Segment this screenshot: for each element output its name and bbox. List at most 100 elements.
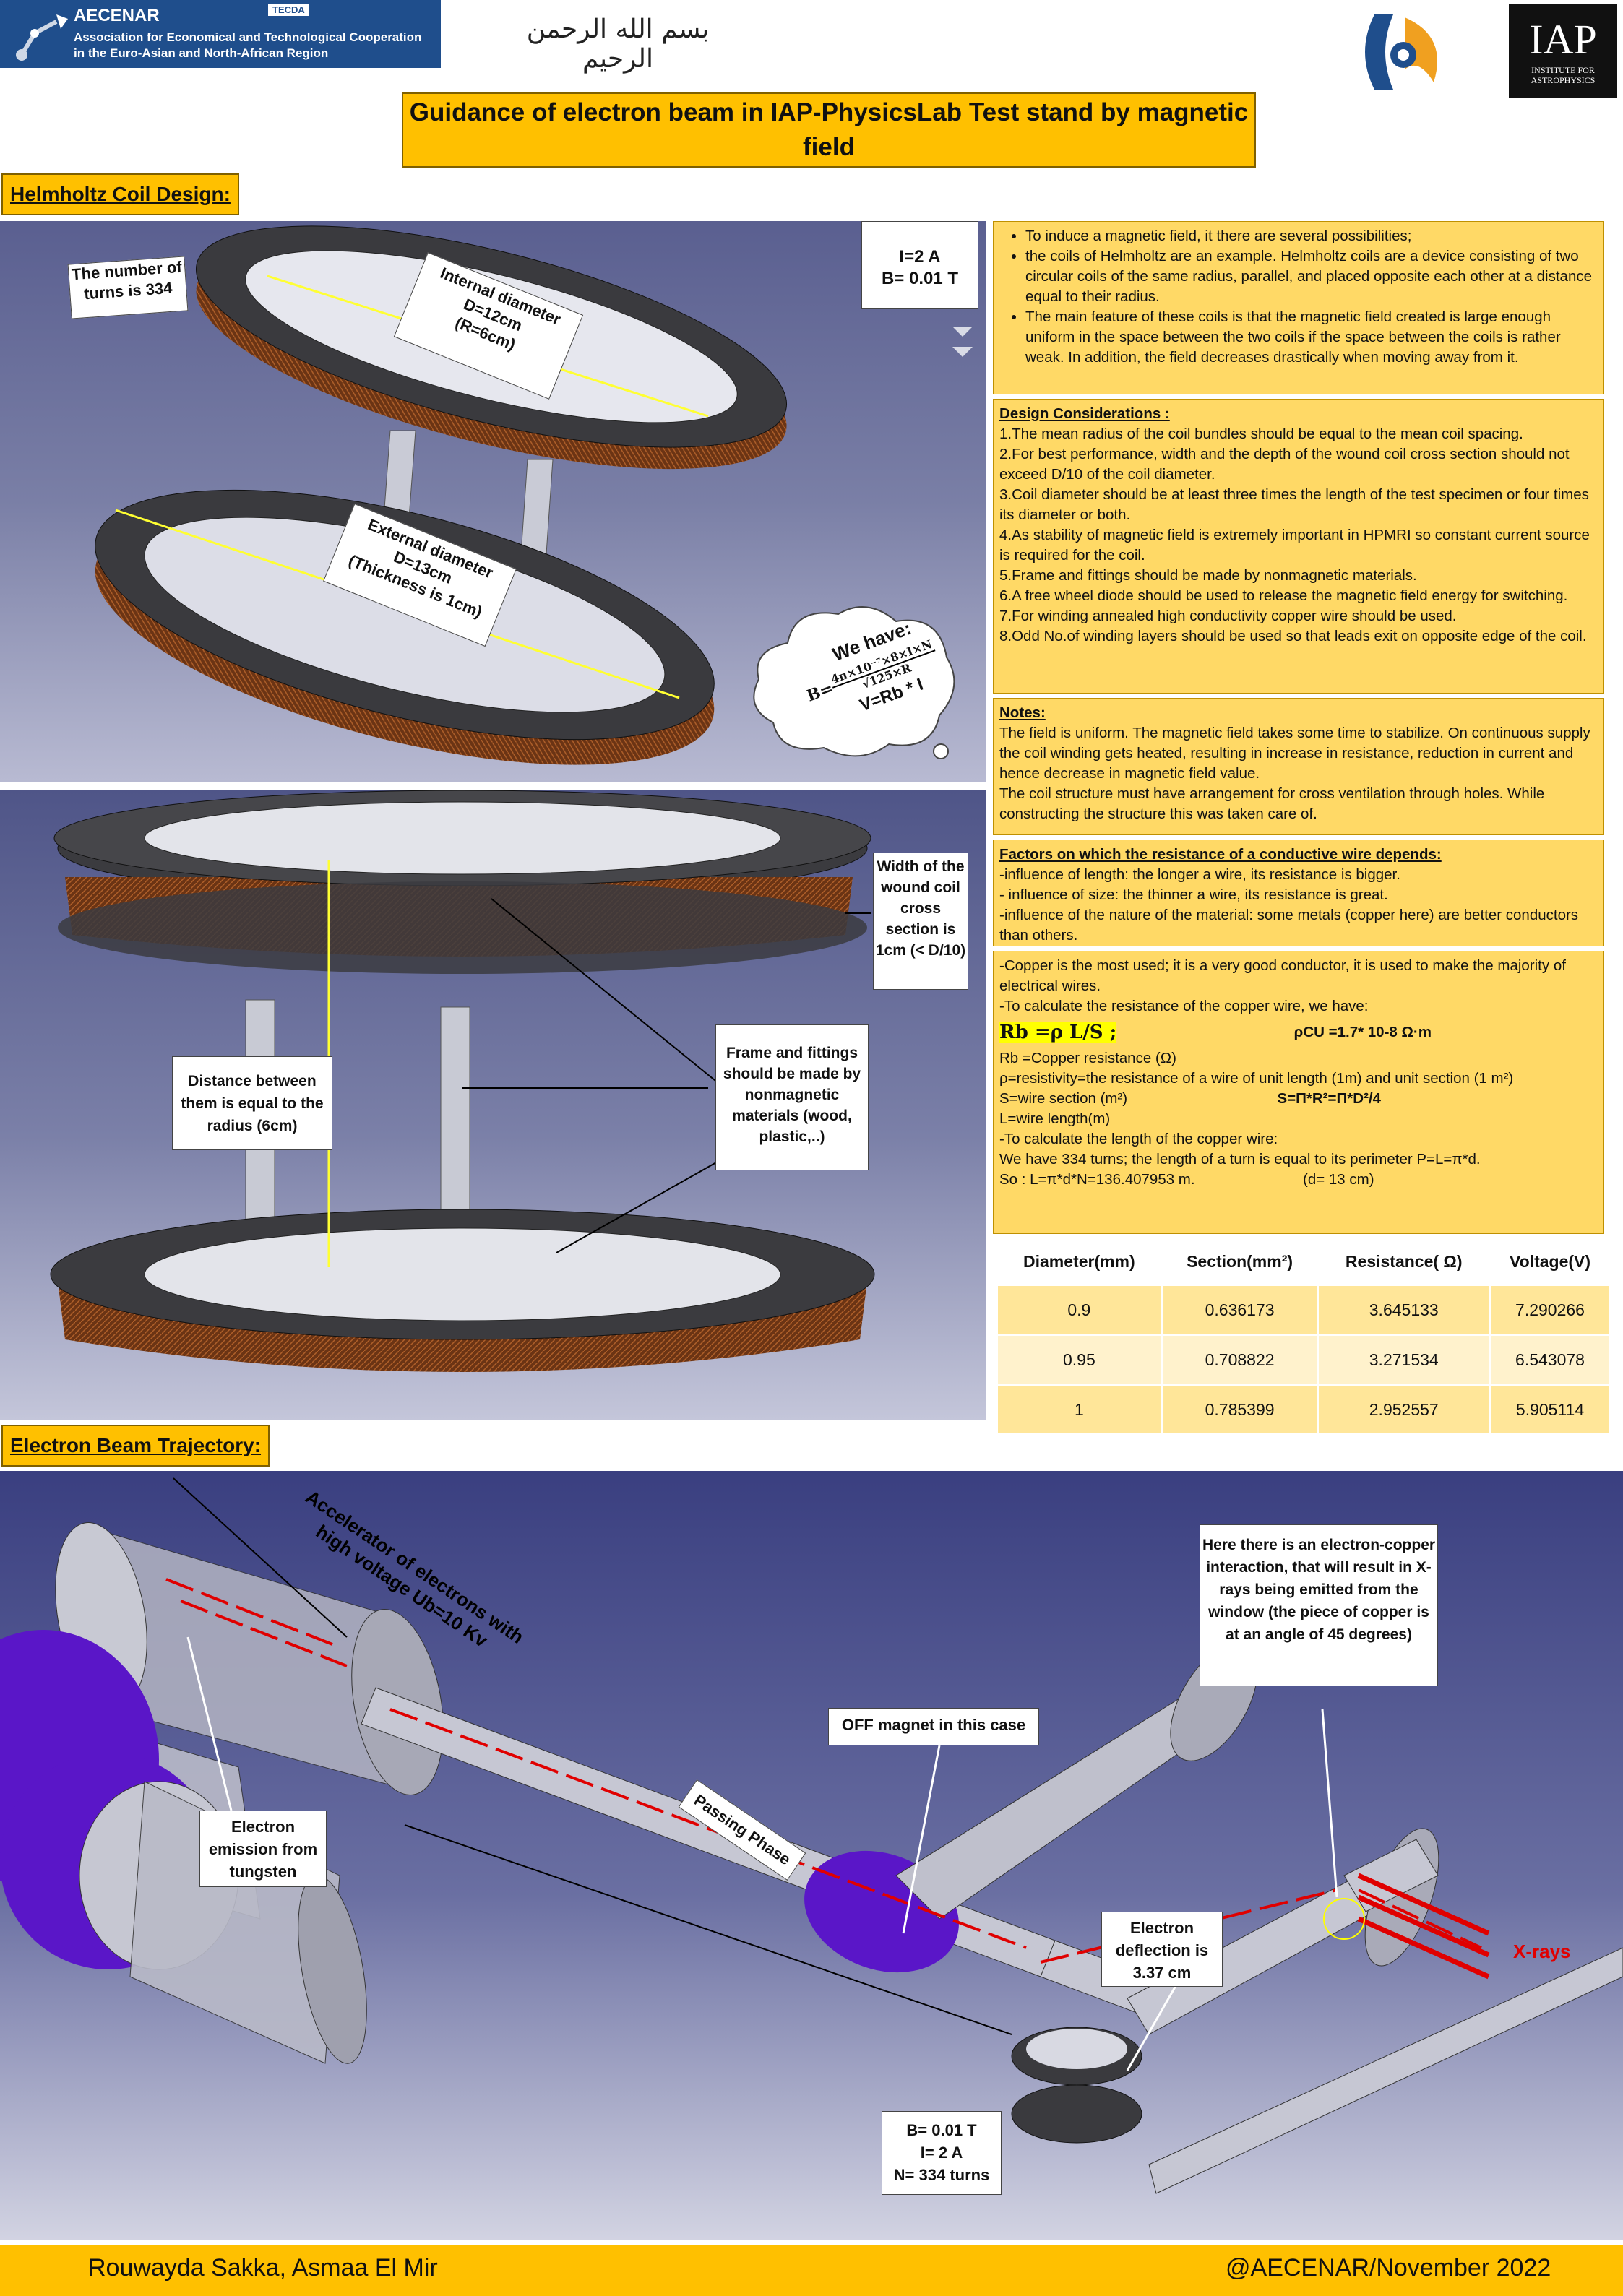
copper-line-2: -To calculate the resistance of the copp…	[999, 998, 1369, 1014]
param-field: B= 0.01 T	[906, 2121, 977, 2139]
notes-box: Notes: The field is uniform. The magneti…	[993, 698, 1604, 835]
intro-bullet-2: the coils of Helmholtz are an example. H…	[1025, 246, 1598, 307]
deflection-callout: Electron deflection is 3.37 cm	[1101, 1912, 1223, 1987]
param-current: I= 2 A	[920, 2144, 963, 2162]
table-cell: 5.905114	[1489, 1384, 1611, 1436]
org-name: AECENAR	[74, 6, 160, 25]
iap-logo: IAP INSTITUTE FOR ASTROPHYSICS	[1509, 4, 1617, 98]
table-cell: 6.543078	[1489, 1334, 1611, 1386]
notes-paragraph-2: The coil structure must have arrangement…	[999, 785, 1545, 822]
design-box: Design Considerations : 1.The mean radiu…	[993, 399, 1604, 694]
thought-cloud	[753, 606, 955, 759]
table-cell: 0.708822	[1160, 1334, 1320, 1386]
table-cell: 0.785399	[1160, 1384, 1320, 1436]
table-cell: 3.271534	[1317, 1334, 1491, 1386]
copper-line-7: -To calculate the length of the copper w…	[999, 1131, 1278, 1147]
factors-heading: Factors on which the resistance of a con…	[999, 846, 1442, 863]
width-callout: Width of the wound coil cross section is…	[873, 853, 968, 990]
intro-box: To induce a magnetic field, it there are…	[993, 221, 1604, 394]
beamline-drawing	[0, 1477, 1623, 2194]
distance-callout: Distance between them is equal to the ra…	[172, 1056, 332, 1150]
copper-line-8: We have 334 turns; the length of a turn …	[999, 1151, 1481, 1168]
intro-list: To induce a magnetic field, it there are…	[999, 226, 1598, 368]
factor-3: -influence of the nature of the material…	[999, 907, 1579, 944]
copper-line-1: -Copper is the most used; it is a very g…	[999, 957, 1566, 994]
table-header: Diameter(mm)	[996, 1237, 1163, 1286]
copper-box: -Copper is the most used; it is a very g…	[993, 951, 1604, 1234]
section-formula: S=Π*R²=Π*D²/4	[1277, 1090, 1381, 1107]
table-cell: 3.645133	[1317, 1284, 1491, 1336]
copper-line-6: L=wire length(m)	[999, 1110, 1111, 1127]
copper-line-4: ρ=resistivity=the resistance of a wire o…	[999, 1070, 1514, 1087]
design-item-7: 7.For winding annealed high conductivity…	[999, 608, 1457, 624]
design-item-4: 4.As stability of magnetic field is extr…	[999, 527, 1590, 564]
current-field-box: I=2 A B= 0.01 T	[861, 221, 978, 309]
param-turns: N= 334 turns	[893, 2166, 990, 2184]
table-header-row: Diameter(mm) Section(mm²) Resistance( Ω)…	[996, 1237, 1611, 1286]
table-header: Resistance( Ω)	[1317, 1237, 1491, 1286]
iap-logo-sub2: ASTROPHYSICS	[1531, 75, 1596, 85]
scroll-down-icon	[952, 327, 973, 337]
diameter-note: (d= 13 cm)	[1303, 1171, 1374, 1188]
copper-line-3: Rb =Copper resistance (Ω)	[999, 1050, 1176, 1066]
accelerator	[0, 1522, 444, 2064]
basmala: بسم الله الرحمن الرحيم	[526, 14, 710, 74]
design-item-1: 1.The mean radius of the coil bundles sh…	[999, 426, 1523, 442]
design-item-6: 6.A free wheel diode should be used to r…	[999, 587, 1568, 604]
current-value: I=2 A	[899, 247, 941, 267]
section-trajectory: Electron Beam Trajectory:	[1, 1425, 270, 1467]
table-cell: 0.95	[996, 1334, 1163, 1386]
design-item-2: 2.For best performance, width and the de…	[999, 446, 1570, 483]
poster-title: Guidance of electron beam in IAP-Physics…	[402, 92, 1256, 168]
design-heading: Design Considerations :	[999, 405, 1170, 422]
rho-cu: ρCU =1.7* 10-8 Ω·m	[1293, 1024, 1432, 1040]
section-def: S=wire section (m²)	[999, 1090, 1128, 1107]
interaction-callout: Here there is an electron-copper interac…	[1200, 1524, 1438, 1686]
table-row: 0.95 0.708822 3.271534 6.543078	[996, 1334, 1611, 1386]
frame-callout: Frame and fittings should be made by non…	[715, 1024, 869, 1170]
aecenar-logo: AECENAR TECDA Association for Economical…	[0, 0, 441, 68]
coil-params-callout: B= 0.01 T I= 2 A N= 334 turns	[882, 2111, 1002, 2195]
design-item-8: 8.Odd No.of winding layers should be use…	[999, 628, 1587, 644]
iap-logo-text: IAP	[1529, 16, 1597, 63]
notes-paragraph-1: The field is uniform. The magnetic field…	[999, 725, 1590, 782]
design-item-5: 5.Frame and fittings should be made by n…	[999, 567, 1417, 584]
coil-drawing-2	[50, 790, 875, 1372]
table-cell: 2.952557	[1317, 1384, 1491, 1436]
org-line-2: in the Euro-Asian and North-African Regi…	[74, 46, 329, 60]
intro-bullet-3: The main feature of these coils is that …	[1025, 307, 1598, 368]
off-magnet-callout: OFF magnet in this case	[828, 1708, 1039, 1745]
intro-bullet-1: To induce a magnetic field, it there are…	[1025, 226, 1598, 246]
emission-callout: Electron emission from tungsten	[199, 1811, 327, 1887]
factor-2: - influence of size: the thinner a wire,…	[999, 886, 1388, 903]
table-cell: 0.9	[996, 1284, 1163, 1336]
section-helmholtz: Helmholtz Coil Design:	[1, 173, 239, 215]
footer: Rouwayda Sakka, Asmaa El Mir @AECENAR/No…	[0, 2245, 1623, 2296]
length-result: So : L=π*d*N=136.407953 m.	[999, 1171, 1195, 1188]
resistance-table: Diameter(mm) Section(mm²) Resistance( Ω)…	[996, 1237, 1611, 1436]
table-cell: 0.636173	[1160, 1284, 1320, 1336]
iap-logo-sub1: INSTITUTE FOR	[1531, 65, 1595, 75]
turns-callout: The number of turns is 334	[67, 256, 189, 319]
table-row: 0.9 0.636173 3.645133 7.290266	[996, 1284, 1611, 1336]
credit: @AECENAR/November 2022	[1226, 2254, 1551, 2282]
xrays-label: X-rays	[1513, 1941, 1571, 1962]
field-value: B= 0.01 T	[881, 269, 959, 288]
authors: Rouwayda Sakka, Asmaa El Mir	[88, 2254, 438, 2282]
tecda-label: TECDA	[267, 3, 310, 17]
org-line-1: Association for Economical and Technolog…	[74, 30, 422, 44]
factor-1: -influence of length: the longer a wire,…	[999, 866, 1400, 883]
table-row: 1 0.785399 2.952557 5.905114	[996, 1384, 1611, 1436]
poster-title-text: Guidance of electron beam in IAP-Physics…	[409, 98, 1249, 161]
robot-arm-icon	[16, 14, 68, 61]
rb-formula: Rb =ρ L/S ;	[999, 1022, 1117, 1043]
table-header: Section(mm²)	[1160, 1237, 1320, 1286]
notes-heading: Notes:	[999, 704, 1046, 721]
design-item-3: 3.Coil diameter should be at least three…	[999, 486, 1589, 523]
table-cell: 7.290266	[1489, 1284, 1611, 1336]
table-cell: 1	[996, 1384, 1163, 1436]
table-header: Voltage(V)	[1489, 1237, 1611, 1286]
factors-box: Factors on which the resistance of a con…	[993, 840, 1604, 946]
partner-logo	[1353, 7, 1452, 97]
scroll-down-icon-2	[952, 347, 973, 357]
